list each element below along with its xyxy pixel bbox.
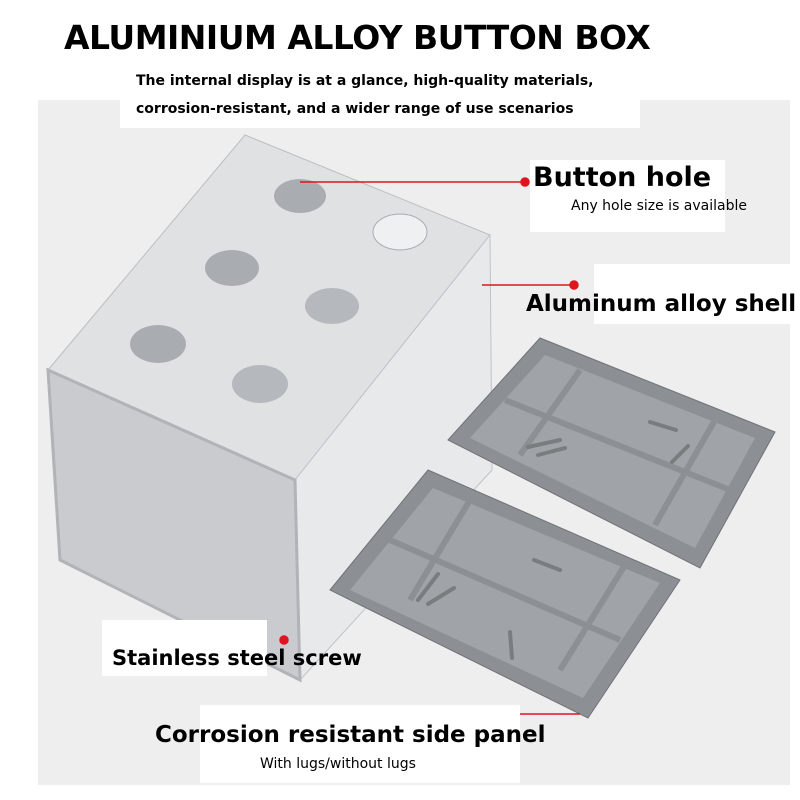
subtitle-line-2: corrosion-resistant, and a wider range o… [136,101,574,117]
shell-label: Aluminum alloy shell [526,291,797,317]
button-hole-label: Button hole [533,162,712,193]
side-panel-front [329,469,681,719]
aluminium-box [46,134,493,683]
button-hole-backdrop [530,160,725,232]
button-hole [305,288,359,324]
side-panel-label: Corrosion resistant side panel [155,722,546,748]
button-hole [372,213,428,251]
button-hole [274,179,326,213]
screw-backdrop [102,620,267,676]
subtitle-line-1: The internal display is at a glance, hig… [136,73,594,89]
title-backdrop [36,0,746,68]
side-panel-backdrop [200,705,520,783]
box-interior [48,370,300,680]
button-hole [130,325,186,363]
button-hole [232,365,288,403]
side-panel-note: With lugs/without lugs [260,756,416,772]
button-hole [205,250,259,286]
screws [416,420,690,660]
page-title: ALUMINIUM ALLOY BUTTON BOX [64,18,651,57]
shell-backdrop [594,264,790,324]
button-hole-note: Any hole size is available [571,198,747,214]
subtitle-backdrop [120,66,640,128]
screw-label: Stainless steel screw [112,646,362,670]
side-panel-back [447,337,776,569]
